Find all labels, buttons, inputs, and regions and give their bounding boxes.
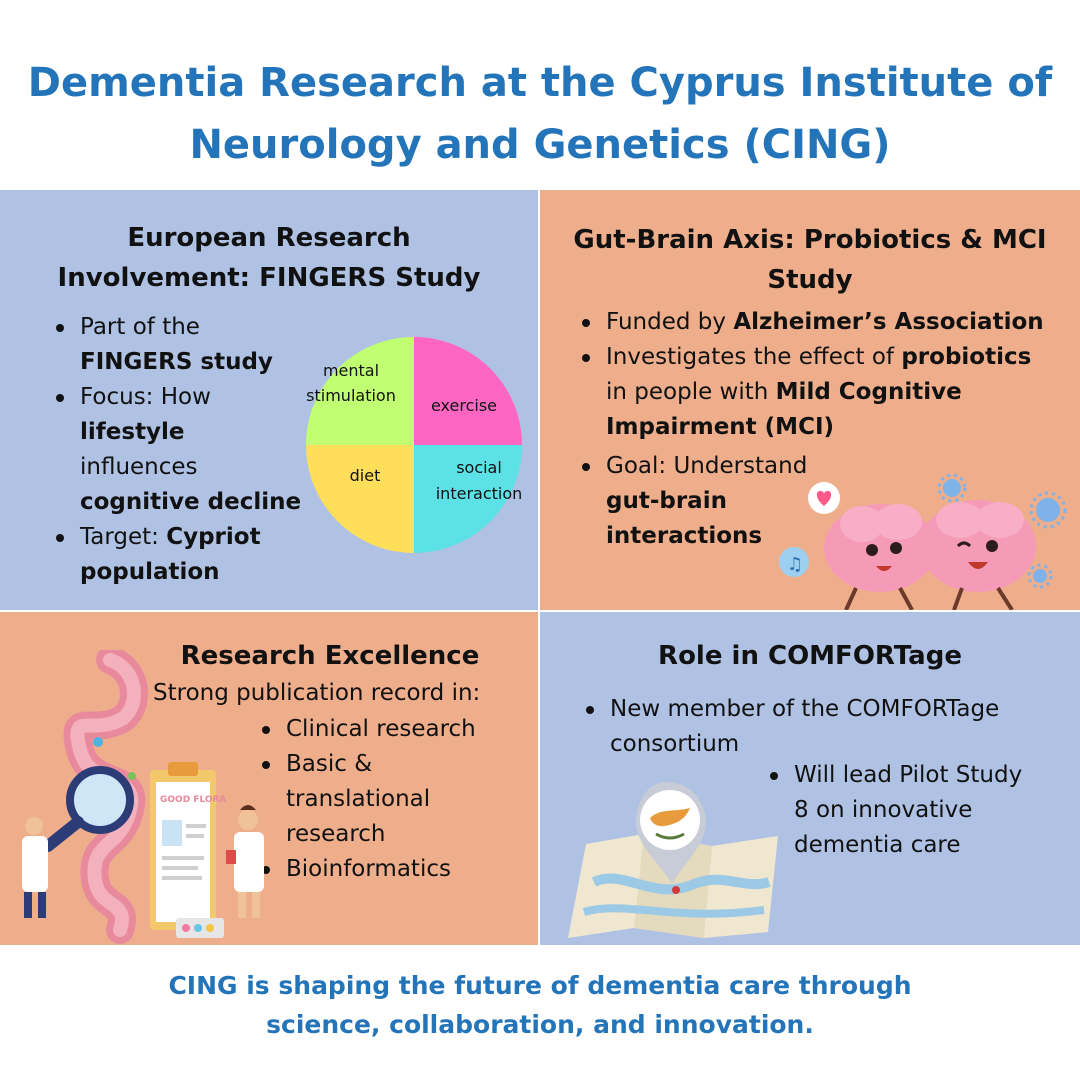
- map-pin-icon: [636, 782, 706, 884]
- bullet-bold-text: Alzheimer’s Association: [733, 309, 1044, 335]
- doctor-figure-icon: [22, 817, 48, 918]
- pie-slice-diet: [306, 445, 414, 553]
- page-title: Dementia Research at the Cyprus Institut…: [0, 52, 1080, 176]
- bullet-text: in people with: [606, 379, 769, 405]
- bullet-bold-text: Mild Cognitive: [775, 379, 962, 405]
- list-item: Will lead Pilot Study 8 on innovative de…: [766, 758, 1066, 863]
- virus-icon: [937, 473, 967, 503]
- gut-brain-bullets: Funded by Alzheimer’s Association Invest…: [578, 305, 1058, 554]
- pie-label-stimulation: stimulation: [306, 386, 396, 405]
- comfortage-heading: Role in COMFORTage: [658, 641, 962, 671]
- list-item: Bioinformatics: [258, 852, 518, 887]
- list-item: New member of the COMFORTage consortium: [582, 692, 1052, 762]
- gut-magnifier-illustration: GOOD FLORA: [22, 650, 264, 944]
- magnifier-icon: [42, 766, 134, 852]
- bullet-text: Basic &: [286, 751, 373, 777]
- brain-characters-illustration: ♫: [779, 473, 1067, 610]
- excellence-heading: Research Excellence: [180, 641, 480, 671]
- list-item: Target: Cypriot population: [52, 520, 302, 590]
- footer-line-1: CING is shaping the future of dementia c…: [168, 971, 912, 1000]
- bullet-bold-text: population: [80, 559, 220, 585]
- bullet-bold-text: interactions: [606, 523, 763, 549]
- bullet-text: Bioinformatics: [286, 856, 451, 882]
- list-item: Funded by Alzheimer’s Association: [578, 305, 1058, 340]
- clipboard-sign: GOOD FLORA: [160, 795, 226, 805]
- virus-icon: [1029, 491, 1067, 529]
- bullet-text: Will lead Pilot Study: [794, 762, 1023, 788]
- list-item: Focus: How lifestyle influences cognitiv…: [52, 380, 302, 520]
- bullet-bold-text: Impairment (MCI): [606, 414, 835, 440]
- pie-label-interaction: interaction: [436, 484, 523, 503]
- bullet-bold-text: FINGERS study: [80, 349, 273, 375]
- list-item: Part of the FINGERS study: [52, 310, 302, 380]
- brain-character-icon: [824, 504, 936, 610]
- bullet-text: Goal: Understand: [606, 453, 808, 479]
- cyprus-map-pin-illustration: [568, 782, 778, 938]
- bullet-bold-text: cognitive decline: [80, 489, 302, 515]
- svg-text:♫: ♫: [787, 554, 803, 575]
- gut-brain-heading-line-2: Study: [767, 265, 853, 295]
- bullet-text: Funded by: [606, 309, 726, 335]
- gut-brain-heading-line-1: Gut-Brain Axis: Probiotics & MCI: [573, 225, 1047, 255]
- title-line-1: Dementia Research at the Cyprus Institut…: [27, 60, 1053, 106]
- brain-character-icon: [920, 500, 1036, 610]
- bullet-text: Clinical research: [286, 716, 476, 742]
- bullet-text: New member of the COMFORTage: [610, 696, 1000, 722]
- footer-tagline: CING is shaping the future of dementia c…: [0, 966, 1080, 1044]
- lifestyle-pie: exercise social interaction diet mental …: [306, 337, 523, 553]
- comfortage-bullets-1: New member of the COMFORTage consortium: [582, 692, 1052, 762]
- bullet-text: dementia care: [794, 832, 961, 858]
- pie-slice-social-interaction: [414, 445, 522, 553]
- virus-icon: [1027, 563, 1053, 589]
- bullet-bold-text: probiotics: [901, 344, 1032, 370]
- comfortage-section: Role in COMFORTage New member of the COM…: [540, 612, 1080, 945]
- pills-icon: [176, 918, 224, 938]
- bullet-text: Investigates the effect of: [606, 344, 895, 370]
- bullet-text: translational: [286, 786, 431, 812]
- bullet-bold-text: Cypriot: [166, 524, 261, 550]
- bullet-text: Target:: [80, 524, 159, 550]
- footer-line-2: science, collaboration, and innovation.: [266, 1010, 814, 1039]
- title-line-2: Neurology and Genetics (CING): [189, 122, 891, 168]
- excellence-intro: Strong publication record in:: [153, 680, 481, 706]
- pie-label-mental: mental: [323, 361, 379, 380]
- fingers-section: European Research Involvement: FINGERS S…: [0, 190, 538, 610]
- pie-slice-mental-stimulation: [306, 337, 414, 445]
- bullet-text: Part of the: [80, 314, 200, 340]
- bullet-text: research: [286, 821, 386, 847]
- comfortage-bullets-2: Will lead Pilot Study 8 on innovative de…: [766, 758, 1066, 863]
- bullet-bold-text: lifestyle: [80, 419, 185, 445]
- fingers-heading-line-2: Involvement: FINGERS Study: [57, 263, 481, 293]
- pie-slice-exercise: [414, 337, 522, 445]
- research-excellence-section: Research Excellence Strong publication r…: [0, 612, 538, 945]
- fingers-heading: European Research Involvement: FINGERS S…: [0, 218, 538, 298]
- clipboard-icon: GOOD FLORA: [150, 762, 226, 930]
- bullet-text: consortium: [610, 731, 740, 757]
- bullet-bold-text: gut-brain: [606, 488, 727, 514]
- list-item: Goal: Understand gut-brain interactions: [578, 449, 1058, 554]
- list-item: Basic & translational research: [258, 747, 518, 852]
- list-item: Investigates the effect of probiotics in…: [578, 340, 1058, 445]
- excellence-bullets: Clinical research Basic & translational …: [258, 712, 518, 887]
- fingers-heading-line-1: European Research: [127, 223, 411, 253]
- heart-bubble-icon: [808, 482, 840, 514]
- bullet-text: 8 on innovative: [794, 797, 973, 823]
- bullet-text: Focus: How: [80, 384, 211, 410]
- pie-label-exercise: exercise: [431, 396, 497, 415]
- list-item: Clinical research: [258, 712, 518, 747]
- fingers-bullets: Part of the FINGERS study Focus: How lif…: [52, 310, 302, 590]
- bullet-text: influences: [80, 454, 198, 480]
- doctor-figure-icon: [226, 805, 264, 918]
- gut-brain-heading: Gut-Brain Axis: Probiotics & MCI Study: [540, 220, 1080, 300]
- pie-label-social: social: [456, 458, 502, 477]
- pie-label-diet: diet: [350, 466, 381, 485]
- music-note-icon: ♫: [779, 547, 809, 577]
- gut-brain-section: Gut-Brain Axis: Probiotics & MCI Study F…: [540, 190, 1080, 610]
